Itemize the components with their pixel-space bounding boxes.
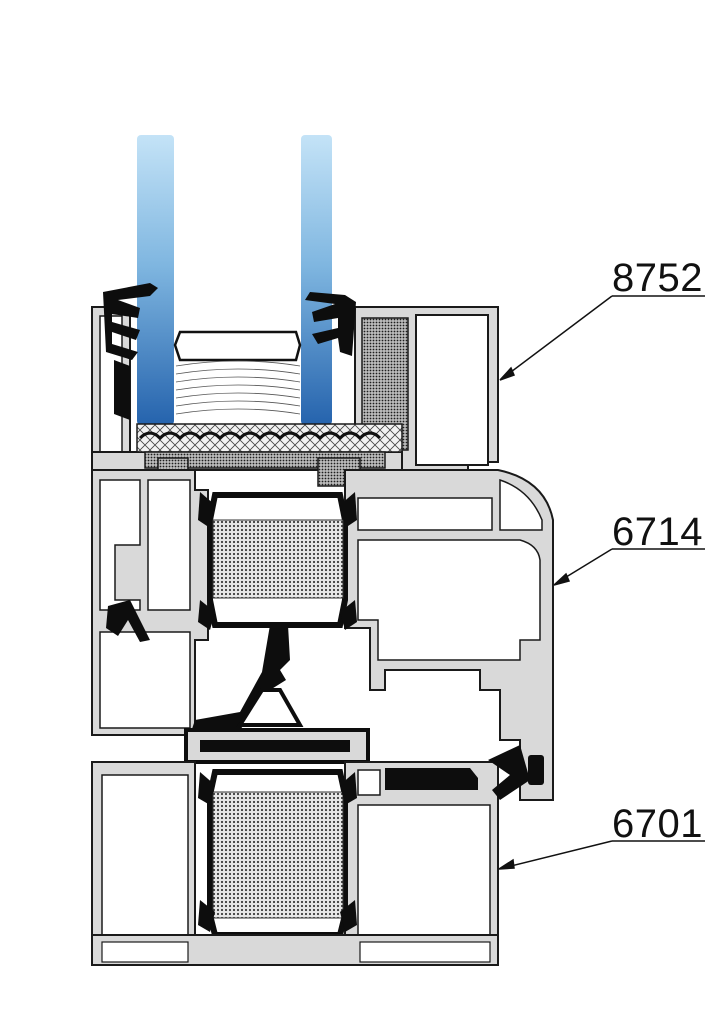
insulation-core-lower (212, 791, 344, 919)
glass-spacer (173, 330, 302, 362)
callout-label-6714: 6714 (612, 510, 703, 554)
glass-sealant (175, 360, 301, 415)
thermal-break-connector (184, 625, 370, 764)
sash-gaskets (106, 492, 357, 642)
callout-leaders (498, 295, 705, 870)
inner-glass-pane (301, 135, 332, 425)
frame-profile-6701 (91, 761, 499, 966)
glazing-gaskets (103, 283, 356, 420)
frame-gaskets (198, 745, 544, 932)
glazing-unit (137, 135, 332, 425)
insulation-core-upper (212, 519, 344, 599)
sash-profile-6714 (91, 469, 554, 801)
callout-label-8752: 8752 (612, 256, 703, 300)
callout-label-6701: 6701 (612, 802, 703, 846)
outer-glass-pane (137, 135, 174, 425)
